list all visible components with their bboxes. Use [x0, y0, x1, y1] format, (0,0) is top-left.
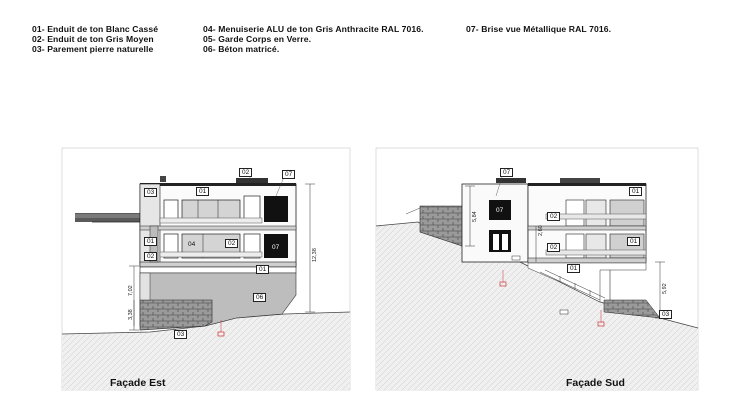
- caption-facade-sud: Façade Sud: [566, 377, 625, 389]
- ground-est: [62, 312, 350, 390]
- tag-est-01-top: 01: [196, 187, 210, 196]
- dim-sud-left: 5,84: [472, 211, 478, 222]
- tag-sud-01-right: 01: [629, 187, 643, 196]
- legend-item-01: 01- Enduit de ton Blanc Cassé: [32, 24, 159, 34]
- dim-sud-right: 5,92: [662, 283, 668, 294]
- tag-sud-07-top: 07: [500, 168, 514, 177]
- brise-vue-upper-est: [264, 196, 288, 222]
- tag-est-03-base: 03: [174, 330, 188, 339]
- tag-sud-02-mid: 02: [547, 243, 561, 252]
- legend-item-05: 05- Garde Corps en Verre.: [203, 34, 312, 44]
- tag-est-01-bottom: 01: [256, 265, 270, 274]
- dim-est-base: 3,38: [128, 309, 134, 320]
- tag-sud-01-bottom: 01: [567, 264, 581, 273]
- tag-est-03-upper: 03: [144, 188, 158, 197]
- tag-sud-02-upper: 02: [547, 212, 561, 221]
- dim-sud-small: 2,60: [538, 225, 544, 236]
- tag-est-07-top: 07: [282, 170, 296, 179]
- tag-est-01-mid: 01: [144, 237, 158, 246]
- legend-item-06: 06- Béton matricé.: [203, 44, 280, 54]
- legend-item-03: 03- Parement pierre naturelle: [32, 44, 154, 54]
- caption-facade-est: Façade Est: [110, 377, 166, 389]
- legend-item-02: 02- Enduit de ton Gris Moyen: [32, 34, 154, 44]
- roof-unit-sud: [560, 178, 600, 183]
- tag-sud-07-black: 07: [493, 206, 507, 215]
- tag-sud-01-mid: 01: [627, 237, 641, 246]
- dim-est-lower: 7,02: [128, 285, 134, 296]
- tag-est-07-black: 07: [269, 243, 283, 252]
- tag-est-02-mid: 02: [225, 239, 239, 248]
- stone-base-est: [139, 299, 213, 331]
- legend-item-04: 04- Menuiserie ALU de ton Gris Anthracit…: [203, 24, 424, 34]
- materials-legend: 01- Enduit de ton Blanc Cassé 02- Enduit…: [32, 24, 732, 60]
- legend-item-07: 07- Brise vue Métallique RAL 7016.: [466, 24, 612, 34]
- tag-sud-03: 03: [659, 310, 673, 319]
- roof-unit-est: [236, 178, 268, 183]
- tag-est-02-small: 02: [144, 252, 158, 261]
- dim-est-total: 12,38: [312, 248, 318, 262]
- tag-est-06: 06: [253, 293, 267, 302]
- tag-est-02-top: 02: [239, 168, 253, 177]
- ground-sud: [376, 222, 698, 390]
- tag-est-04: 04: [188, 241, 196, 248]
- facade-sud: [375, 147, 699, 391]
